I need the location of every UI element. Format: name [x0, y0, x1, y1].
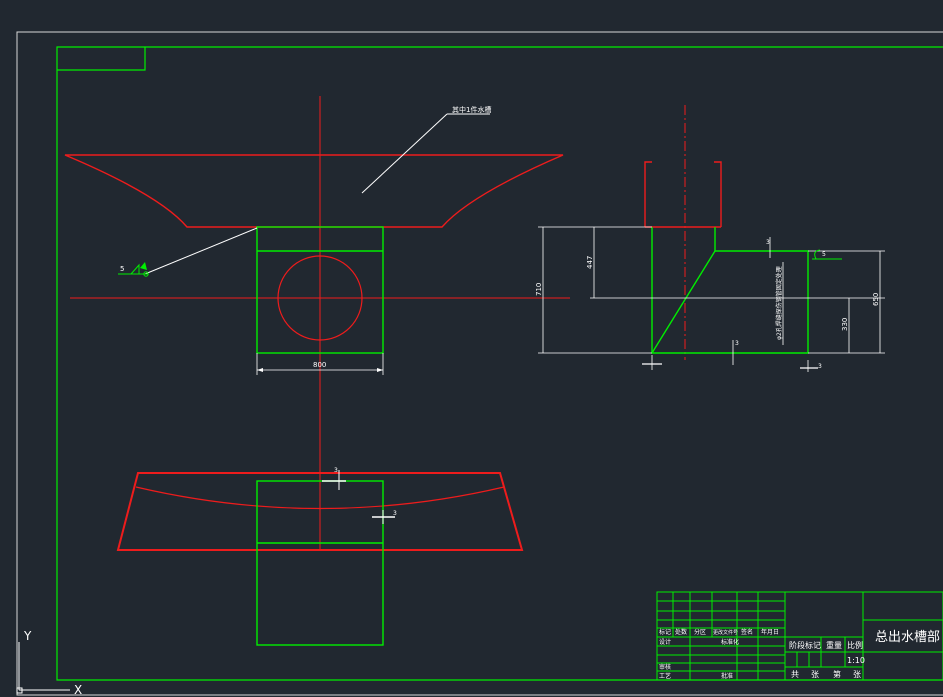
- row-process: 工艺: [659, 672, 671, 680]
- title-block-text: 标记 处数 分区 更改文件号 签名 年月日 设计 标准化 审核 工艺 批准 阶段…: [659, 628, 940, 680]
- ratio: 比例: [847, 640, 863, 650]
- dim-right-height: 650: [872, 293, 880, 306]
- rev-hdr-2: 分区: [694, 628, 706, 636]
- sheet-unit-2: 张: [853, 670, 861, 679]
- bottom-view: 3 3: [116, 467, 524, 646]
- scale: 1:10: [847, 656, 865, 665]
- rev-hdr-4: 签名: [741, 628, 753, 636]
- row-standard: 标准化: [721, 638, 739, 646]
- row-review: 审核: [659, 663, 671, 671]
- rev-hdr-0: 标记: [659, 628, 671, 636]
- row-design: 设计: [659, 638, 671, 646]
- drawing-title: 总出水槽部: [875, 630, 940, 645]
- weld-value-right: 5: [822, 251, 826, 258]
- dim-width: 800: [313, 361, 326, 369]
- stage-mark: 阶段标记: [789, 640, 821, 650]
- thickness-mark-d: 3: [735, 340, 739, 347]
- rev-hdr-1: 处数: [675, 628, 687, 636]
- total-sheets: 共: [791, 670, 799, 679]
- ucs-y-label: Y: [23, 629, 32, 643]
- paper-frame: [16, 31, 943, 696]
- ucs-icon: [16, 642, 70, 694]
- sheet-unit-1: 张: [811, 670, 819, 679]
- vertical-note: φ2孔焊缝探伤钢管固定处理: [775, 266, 783, 340]
- thickness-mark-a: 3: [334, 467, 338, 474]
- rev-hdr-3: 更改文件号: [713, 629, 738, 636]
- weight: 重量: [826, 640, 842, 650]
- note-label: 其中1件水槽: [452, 105, 491, 114]
- ucs-x-label: X: [74, 683, 82, 697]
- thickness-mark-b: 3: [393, 510, 397, 517]
- top-view: 其中1件水槽 5 800: [64, 96, 570, 550]
- dim-inner-height: 447: [586, 256, 594, 269]
- weld-value-left: 5: [120, 265, 124, 273]
- side-view: 710 447 650 330 φ2孔焊缝探伤钢管固定处理 3 3 3 5: [535, 105, 885, 372]
- dim-lower-height: 330: [841, 318, 849, 331]
- drawing-border: [56, 46, 943, 681]
- sheet-no: 第: [833, 669, 841, 679]
- title-block: [656, 591, 943, 681]
- dim-total-height: 710: [535, 283, 543, 296]
- thickness-mark-c: 3: [766, 239, 770, 246]
- thickness-mark-e: 3: [818, 363, 822, 370]
- rev-hdr-5: 年月日: [761, 628, 779, 636]
- row-approve: 批准: [721, 672, 733, 680]
